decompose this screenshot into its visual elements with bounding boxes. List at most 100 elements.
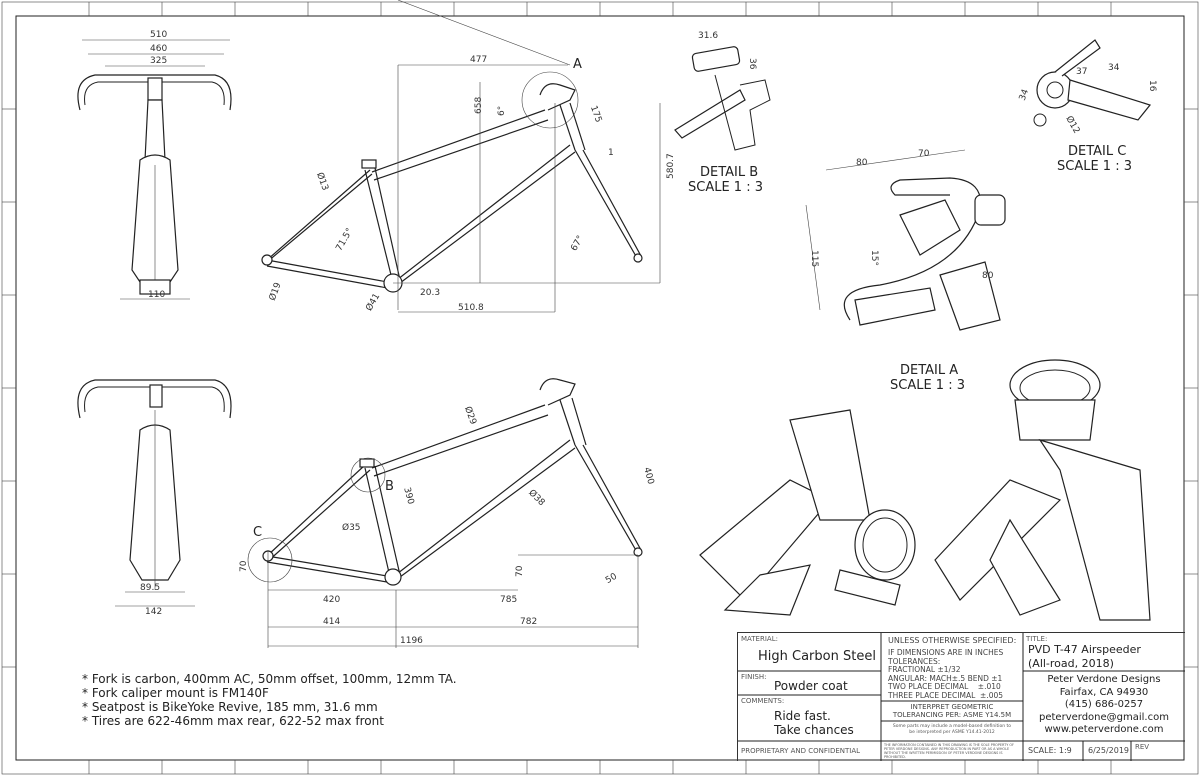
dim-400: 400 — [641, 466, 655, 485]
note-caliper: * Fork caliper mount is FM140F — [82, 686, 269, 700]
tolerances-list: IF DIMENSIONS ARE IN INCHES TOLERANCES: … — [888, 648, 1004, 700]
dim-dia-41: Ø41 — [364, 291, 383, 313]
detail-a-dim-15deg: 15° — [869, 250, 879, 266]
isometric-view-headtube — [934, 359, 1151, 621]
finish-label: FINISH: — [741, 673, 767, 681]
mbd-note: Some parts may include a model-based def… — [881, 724, 1023, 735]
detail-b-dim-36: 36 — [747, 58, 757, 70]
tolerance-line: IF DIMENSIONS ARE IN INCHES — [888, 648, 1004, 657]
detail-a-dim-70: 70 — [918, 149, 930, 159]
tolerance-line: ANGULAR: MACH±.5 BEND ±1 — [888, 673, 1003, 683]
material-value: High Carbon Steel — [758, 649, 876, 664]
title-line-2: (All-road, 2018) — [1028, 657, 1114, 670]
dim-70-rear: 70 — [239, 560, 249, 572]
dim-477: 477 — [470, 55, 487, 65]
side-view-bottom: Ø29 390 Ø35 Ø38 400 70 70 50 420 785 414… — [239, 378, 655, 648]
dim-110: 110 — [148, 290, 165, 300]
detail-c: 34 37 34 16 Ø12 DETAIL C SCALE 1 : 3 — [1018, 39, 1157, 174]
dim-dia-38: Ø38 — [526, 487, 547, 508]
dim-580-7: 580.7 — [666, 153, 676, 179]
title-block-grid — [738, 633, 1185, 761]
dim-420: 420 — [323, 595, 340, 605]
dim-dia-19: Ø19 — [267, 281, 284, 302]
mbd-line: Some parts may include a model-based def… — [892, 724, 1012, 729]
dim-angle-head: 67° — [569, 234, 586, 253]
dim-70-front: 70 — [515, 565, 525, 577]
front-view-top: 510 460 325 110 — [77, 30, 232, 300]
detail-b: 31.6 36 DETAIL B SCALE 1 : 3 — [674, 31, 771, 195]
detail-c-title: DETAIL C — [1068, 144, 1126, 159]
detail-marker-a: A — [573, 57, 582, 72]
company-address: Fairfax, CA 94930 — [1059, 686, 1149, 698]
detail-a-dim-80-top: 80 — [856, 158, 868, 168]
company-info: Peter Verdone Designs Fairfax, CA 94930 … — [1023, 674, 1185, 737]
dim-510: 510 — [150, 30, 167, 40]
dim-1: 1 — [608, 148, 614, 158]
info-line: THE INFORMATION CONTAINED IN THIS DRAWIN… — [884, 743, 1014, 747]
tolerance-line: TWO PLACE DECIMAL ±.010 — [888, 682, 1001, 691]
comments-line-2: Take chances — [774, 723, 854, 737]
detail-b-title: DETAIL B — [700, 165, 758, 180]
title-label: TITLE: — [1026, 635, 1048, 643]
title-line-1: PVD T-47 Airspeeder — [1028, 643, 1141, 656]
detail-marker-c: C — [253, 525, 262, 540]
dim-175: 175 — [588, 105, 603, 125]
info-line: PETER VERDONE DESIGNS. ANY REPRODUCTION … — [884, 747, 1010, 751]
dim-20-3: 20.3 — [420, 288, 440, 298]
company-email: peterverdone@gmail.com — [1039, 711, 1169, 723]
detail-c-dim-dia-12: Ø12 — [1063, 114, 1082, 136]
note-seatpost: * Seatpost is BikeYoke Revive, 185 mm, 3… — [82, 700, 378, 714]
dim-dia-29: Ø29 — [462, 405, 479, 426]
detail-c-dim-34b: 34 — [1108, 63, 1120, 73]
note-fork: * Fork is carbon, 400mm AC, 50mm offset,… — [82, 672, 457, 686]
note-tires: * Tires are 622-46mm max rear, 622-52 ma… — [82, 714, 384, 728]
rev-label: REV — [1135, 743, 1150, 751]
detail-a-title: DETAIL A — [900, 363, 958, 378]
interpret-line: TOLERANCING PER: ASME Y14.5M — [892, 711, 1012, 719]
tolerance-line: TOLERANCES: — [888, 656, 941, 666]
detail-c-dim-16: 16 — [1147, 80, 1157, 92]
comments-line-1: Ride fast. — [774, 709, 831, 723]
info-note: THE INFORMATION CONTAINED IN THIS DRAWIN… — [884, 743, 1014, 759]
isometric-view-bb — [699, 409, 916, 616]
dim-angle-seat: 71.5° — [334, 227, 355, 253]
tolerance-line: THREE PLACE DECIMAL ±.005 — [888, 690, 1004, 700]
dim-dia-13: Ø13 — [314, 171, 331, 192]
finish-value: Powder coat — [774, 679, 848, 693]
dim-325: 325 — [150, 56, 167, 66]
detail-a-dim-115: 115 — [809, 250, 819, 267]
info-line: PROHIBITED. — [884, 755, 906, 759]
unless-specified: UNLESS OTHERWISE SPECIFIED: — [888, 636, 1017, 645]
scale-value: SCALE: 1:9 — [1028, 746, 1072, 755]
mbd-line: be interpreted per ASME Y14.41-2012 — [909, 729, 995, 735]
dim-390: 390 — [401, 486, 415, 505]
dim-782: 782 — [520, 617, 537, 627]
proprietary-label: PROPRIETARY AND CONFIDENTIAL — [741, 747, 861, 755]
company-website: www.peterverdone.com — [1044, 724, 1164, 735]
interpret-note: INTERPRET GEOMETRIC TOLERANCING PER: ASM… — [881, 703, 1023, 719]
title-block: MATERIAL: High Carbon Steel FINISH: Powd… — [737, 632, 1185, 761]
info-line: WITHOUT THE WRITTEN PERMISSION OF PETER … — [884, 751, 1003, 755]
dim-785: 785 — [500, 595, 517, 605]
drawing-title: PVD T-47 Airspeeder (All-road, 2018) — [1028, 643, 1141, 671]
detail-c-dim-37: 37 — [1076, 67, 1087, 77]
comments-label: COMMENTS: — [741, 697, 785, 705]
front-view-bottom: 89.5 142 — [77, 379, 232, 617]
notes-list: * Fork is carbon, 400mm AC, 50mm offset,… — [82, 672, 457, 728]
side-view-top: 477 658 580.7 510.8 20.3 Ø19 Ø41 Ø13 71.… — [261, 0, 676, 313]
detail-c-scale: SCALE 1 : 3 — [1057, 159, 1132, 174]
dim-142: 142 — [145, 607, 162, 617]
detail-a: 80 70 115 15° 80 DETAIL A SCALE 1 : 3 — [805, 149, 1006, 393]
dim-dia-35: Ø35 — [342, 522, 361, 533]
date-value: 6/25/2019 — [1088, 746, 1130, 755]
material-label: MATERIAL: — [741, 635, 778, 643]
interpret-line: INTERPRET GEOMETRIC — [910, 703, 994, 711]
detail-a-dim-80-bottom: 80 — [982, 271, 994, 281]
company-phone: (415) 686-0257 — [1064, 699, 1144, 710]
dim-658: 658 — [474, 97, 484, 114]
detail-b-dim-31-6: 31.6 — [698, 31, 718, 41]
detail-a-scale: SCALE 1 : 3 — [890, 378, 965, 393]
company-name: Peter Verdone Designs — [1047, 674, 1161, 685]
